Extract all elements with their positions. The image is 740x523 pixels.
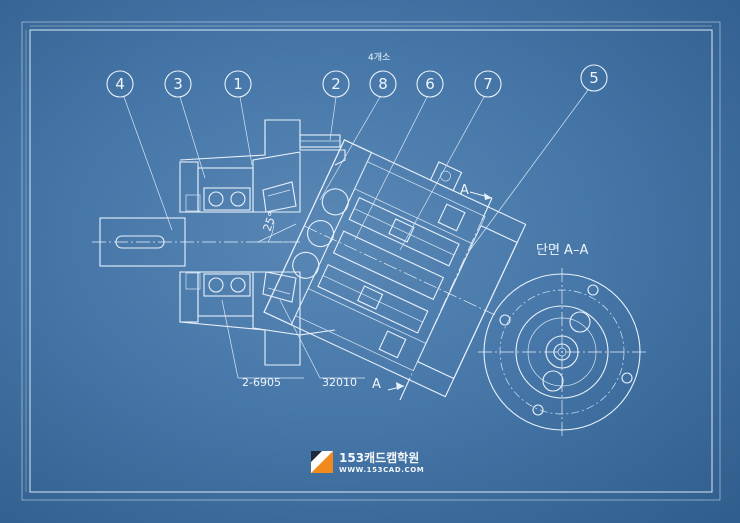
section-view: 단면 A–A (478, 243, 646, 436)
svg-text:5: 5 (589, 69, 599, 87)
balloon-5: 5 (469, 64, 608, 251)
cylinder-block (263, 139, 527, 398)
svg-text:1: 1 (233, 75, 243, 93)
bearing-label-tapered: 32010 (322, 376, 357, 389)
svg-text:6: 6 (425, 75, 435, 93)
angle-dimension: 25° (261, 210, 280, 233)
svg-text:8: 8 (378, 75, 388, 93)
front-housing (179, 119, 346, 366)
section-title: 단면 A–A (536, 243, 588, 258)
bearing-label-front: 2-6905 (242, 376, 281, 389)
balloon-7: 7 (399, 70, 502, 251)
svg-text:2: 2 (331, 75, 341, 93)
logo-url: WWW.153CAD.COM (339, 466, 424, 474)
note-top: 4개소 (368, 52, 390, 63)
svg-text:4: 4 (115, 75, 125, 93)
balloon-1: 1 (224, 70, 253, 166)
academy-logo: 153캐드캠학원 WWW.153CAD.COM (311, 450, 424, 474)
svg-text:7: 7 (483, 75, 493, 93)
balloon-6: 6 (354, 70, 444, 241)
balloon-8: 8 (319, 70, 397, 201)
shaft (92, 217, 300, 267)
section-cut-line: A A (372, 183, 493, 401)
section-letter-top: A (460, 183, 469, 198)
logo-title: 153캐드캠학원 (339, 450, 419, 465)
bearing-labels: 2-6905 32010 (221, 299, 365, 389)
angle-indicator: 25° (257, 210, 300, 243)
balloon-4: 4 (106, 70, 173, 231)
balloon-2: 2 (322, 70, 350, 141)
section-letter-bottom: A (372, 377, 381, 392)
drawing-border (21, 21, 721, 501)
svg-text:3: 3 (173, 75, 183, 93)
balloon-3: 3 (164, 70, 206, 179)
front-bearings (185, 187, 251, 297)
tapered-bearing (262, 181, 297, 303)
